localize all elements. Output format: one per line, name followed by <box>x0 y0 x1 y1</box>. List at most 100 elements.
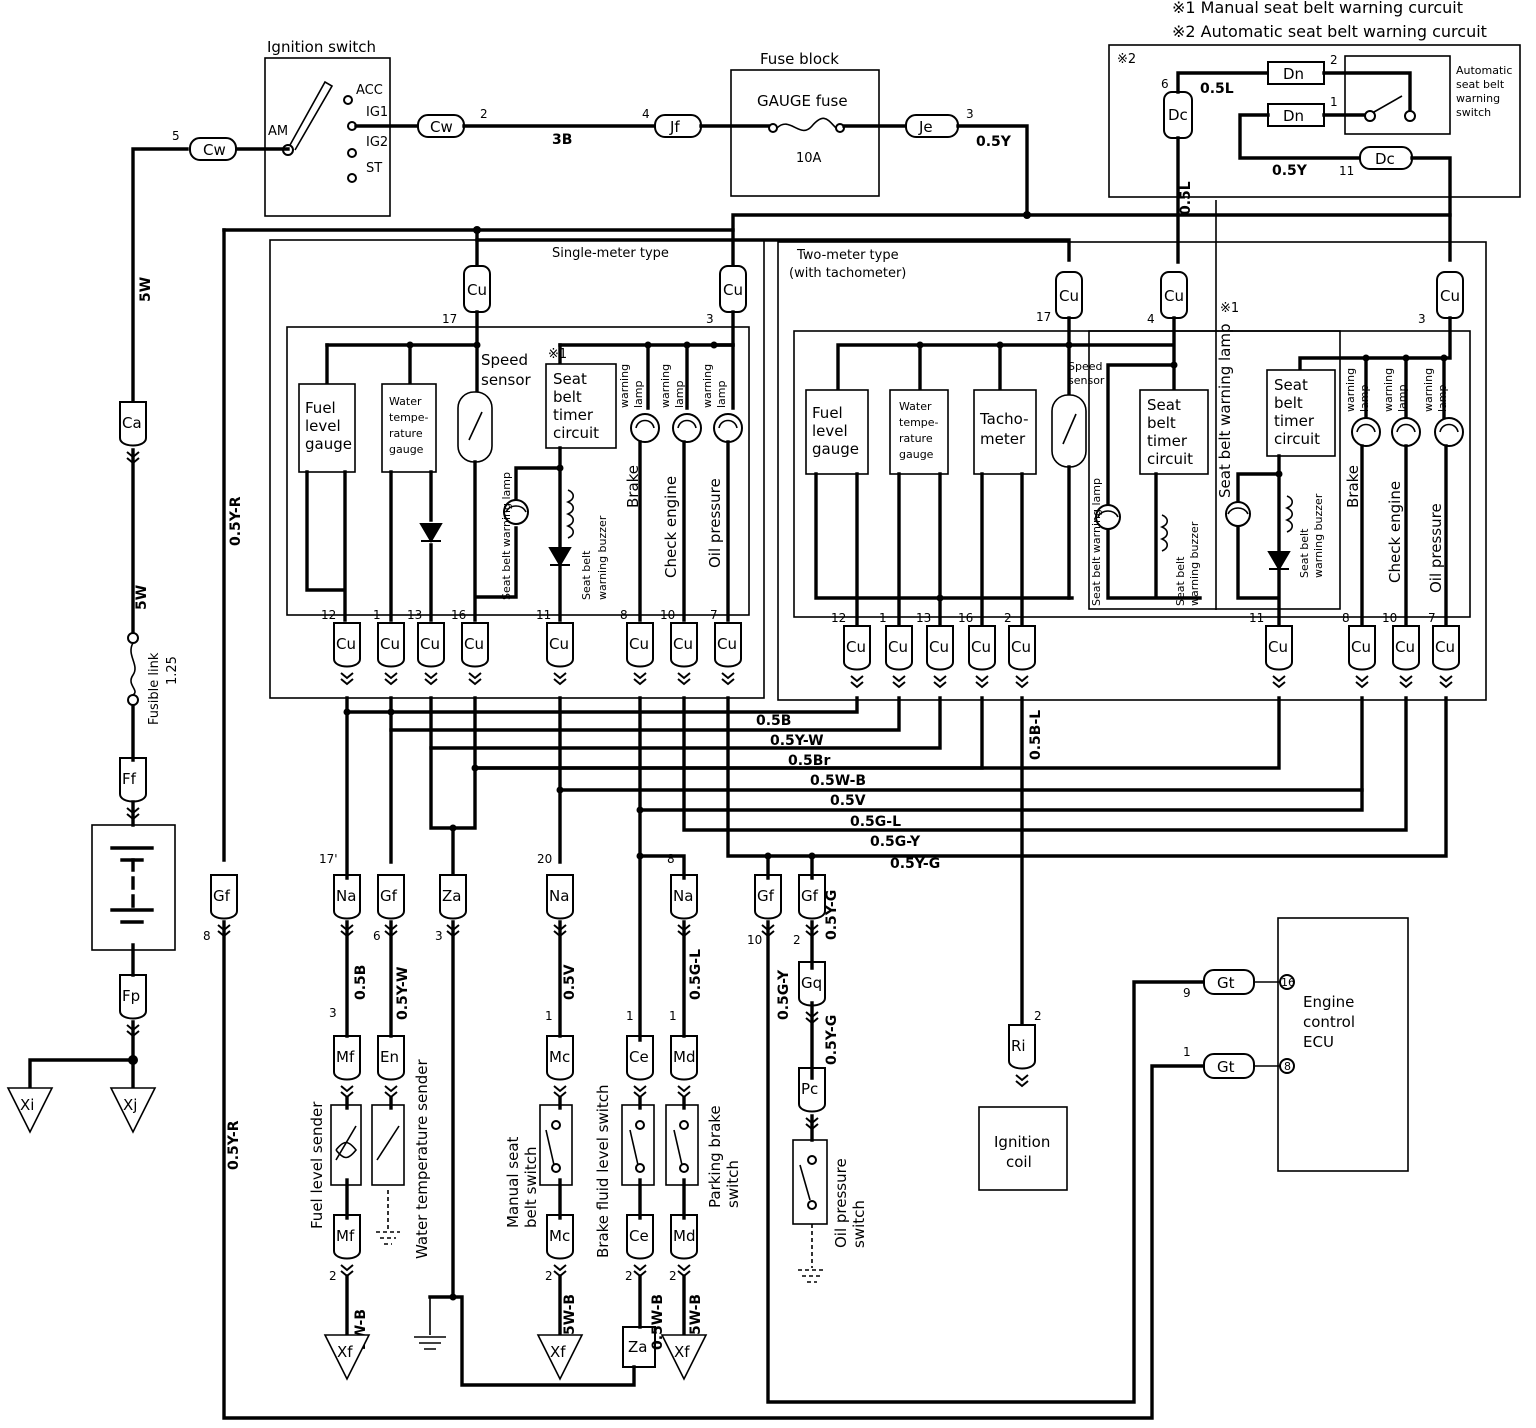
pin-label: 2 <box>1034 1009 1042 1023</box>
connector-label: Cu <box>1059 287 1079 305</box>
wire-label: 0.5G-Y <box>776 969 792 1020</box>
pin-label: 11 <box>1339 164 1354 178</box>
pin-label: 3 <box>966 107 974 121</box>
wire-segment <box>918 343 1446 420</box>
connector-label: Ri <box>1011 1037 1026 1055</box>
connector-label: Dn <box>1283 65 1304 83</box>
pin-label: 16 <box>451 608 466 622</box>
connector-label: Cu <box>1395 638 1415 656</box>
water-gauge-label: rature <box>899 432 933 445</box>
connector-mf-upper: Mf <box>333 1035 361 1099</box>
ignition-coil-label: Ignition <box>994 1133 1050 1151</box>
connector-ce-upper: Ce <box>626 1035 654 1099</box>
seat-belt-warning-lamp-manual-icon <box>1225 501 1251 527</box>
pin-label: 2 <box>793 933 801 947</box>
pin-label: 13 <box>407 608 422 622</box>
speed-sensor-label: sensor <box>1068 374 1105 387</box>
connector-za-bottom <box>622 1326 656 1368</box>
single-meter-inner <box>286 326 750 616</box>
pin-label: 1 <box>626 1009 634 1023</box>
manual-switch-label: belt switch <box>522 1147 540 1228</box>
wire-segment <box>222 920 1206 1420</box>
connector-label: Za <box>628 1338 647 1356</box>
pin-label: 10 <box>1382 611 1397 625</box>
wire-segment <box>1176 71 1270 94</box>
wire-segment <box>325 343 735 410</box>
connector-label: Dc <box>1375 150 1395 168</box>
ignition-switch-label: Ignition switch <box>267 38 376 56</box>
ecu-label: control <box>1303 1013 1355 1031</box>
wire-segment <box>389 696 901 732</box>
connector-label: Cu <box>929 638 949 656</box>
ground-xi: Xi <box>6 1087 54 1134</box>
timer-label: circuit <box>1147 450 1193 468</box>
wire-segment <box>345 696 859 714</box>
pin-label: 17' <box>319 852 338 866</box>
connector-ca: Ca <box>119 401 147 465</box>
connector-mc-upper: Mc <box>546 1035 574 1099</box>
engine-control-ecu <box>1277 917 1409 1172</box>
connector-label: Dc <box>1168 106 1188 124</box>
pin-label: 16 <box>958 611 973 625</box>
water-sender-label: Water temperature sender <box>413 1059 431 1259</box>
connector-label: Cw <box>203 141 226 159</box>
buzzer-label: warning buzzer <box>596 515 609 600</box>
water-gauge-label: tempe- <box>389 411 429 424</box>
fuse-block-label: Fuse block <box>760 50 839 68</box>
lamp-label: lamp <box>632 380 645 408</box>
wire-label: 0.5L <box>1178 181 1194 215</box>
pin-label: 8 <box>1342 611 1350 625</box>
connector-label: Cu <box>1351 638 1371 656</box>
timer-label: timer <box>1147 432 1188 450</box>
pin-label: 8 <box>620 608 628 622</box>
connector-label: En <box>380 1048 399 1066</box>
ground-xj: Xj <box>109 1087 157 1134</box>
timer-label: Seat <box>553 370 587 388</box>
connector-label: Cu <box>420 635 440 653</box>
connector-label: Md <box>673 1048 695 1066</box>
connector-gq: Gq <box>798 961 826 1025</box>
connector-label: Cu <box>549 635 569 653</box>
speed-sensor-label: Speed <box>1068 360 1102 373</box>
wire-label: 0.5Br <box>788 753 830 769</box>
water-temp-sender <box>371 1104 405 1186</box>
wire-label: 0.5B <box>756 713 791 729</box>
buzzer-label: warning buzzer <box>1312 493 1325 578</box>
connector-cu-7: Cu7 <box>710 608 742 686</box>
pin-label: 7 <box>710 608 718 622</box>
fuel-gauge-label: level <box>812 422 848 440</box>
wire-segment <box>814 472 1024 630</box>
two-meter-outline <box>777 241 1487 701</box>
wire-segment <box>1238 113 1362 160</box>
timer-label: Seat <box>1147 396 1181 414</box>
mark-label: ※2 <box>1117 52 1136 67</box>
connector-cu-13: Cu 13 <box>407 608 445 686</box>
ignition-switch: Ignition switch AM ACC IG1 IG2 ST <box>264 38 391 217</box>
wire-label: 0.5Y-W <box>770 733 824 749</box>
wire-segment <box>836 316 1452 392</box>
lamp-label: warning <box>659 364 672 408</box>
connector-gf: Gf <box>754 874 782 938</box>
gauge-fuse-label: GAUGE fuse <box>757 92 848 110</box>
seat-belt-warning-lamp-auto-icon <box>1095 504 1121 530</box>
pin-label: 13 <box>916 611 931 625</box>
ground-icon <box>376 1190 400 1245</box>
connector-label: Cu <box>336 635 356 653</box>
lamp-label: lamp <box>1396 384 1409 412</box>
wire-label: 0.5V <box>830 793 866 809</box>
wire-segment <box>1322 71 1412 112</box>
brake-warning-lamp-single-icon <box>630 413 660 443</box>
ground-label: Xi <box>20 1096 34 1114</box>
connector-ce-lower: Ce <box>626 1214 654 1278</box>
wire-label: 0.5B-L <box>1028 710 1044 760</box>
wire-label: 0.5Y-R <box>228 496 244 546</box>
oil-switch-label: switch <box>850 1200 868 1248</box>
connector-label: Cu <box>380 635 400 653</box>
pin-label: 3 <box>1418 312 1426 326</box>
water-gauge-label: Water <box>899 400 932 413</box>
tacho-label: meter <box>980 430 1026 448</box>
connector-fp: Fp <box>119 974 147 1038</box>
